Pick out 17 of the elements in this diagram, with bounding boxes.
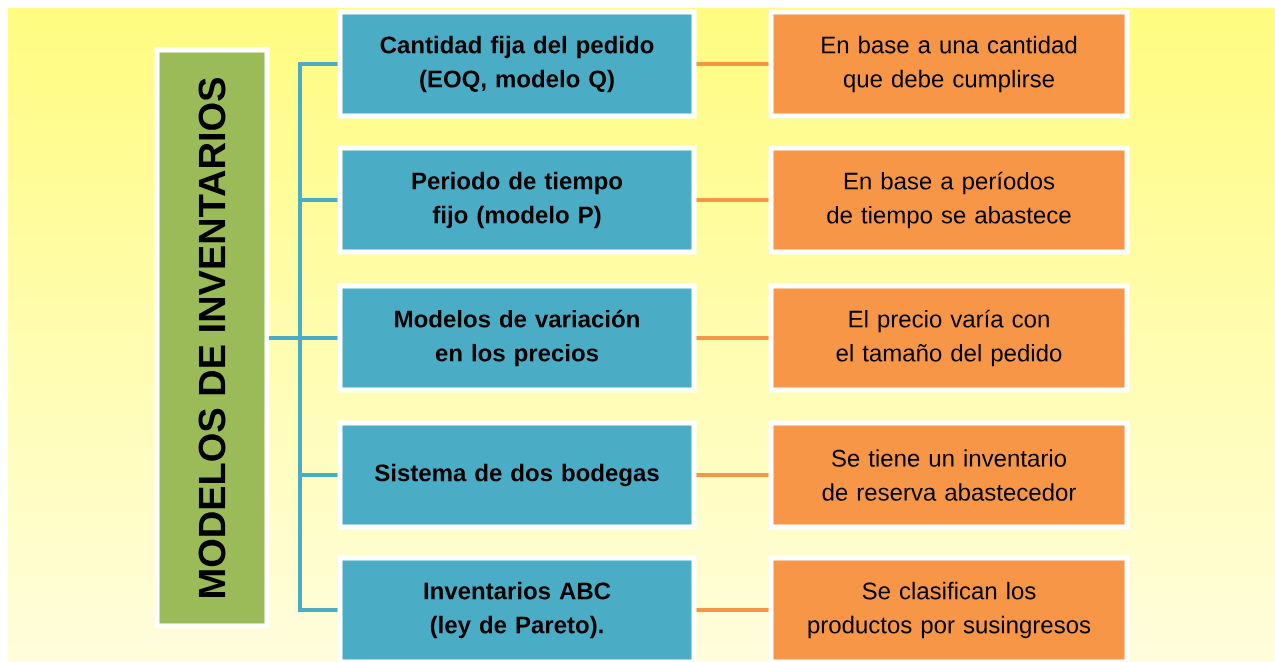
category-box: Inventarios ABC (ley de Pareto). bbox=[337, 555, 697, 662]
connector-line bbox=[269, 336, 338, 612]
connector-line bbox=[696, 473, 769, 477]
connector-line bbox=[696, 198, 769, 202]
description-box: Se tiene un inventario de reserva abastecedor bbox=[768, 420, 1130, 530]
title-box: MODELOS DE INVENTARIOS bbox=[154, 47, 270, 629]
description-box: En base a una cantidad que debe cumplirse bbox=[768, 9, 1130, 119]
description-box: En base a períodos de tiempo se abastece bbox=[768, 145, 1130, 255]
category-box: Periodo de tiempo fijo (modelo P) bbox=[337, 145, 697, 255]
category-box: Modelos de variación en los precios bbox=[337, 283, 697, 393]
connector-line bbox=[696, 608, 769, 612]
category-box: Sistema de dos bodegas bbox=[337, 420, 697, 530]
description-box: El precio varía con el tamaño del pedido bbox=[768, 283, 1130, 393]
connector-line bbox=[696, 336, 769, 340]
description-box: Se clasifican los productos por susingresos bbox=[768, 555, 1130, 662]
connector-line bbox=[696, 62, 769, 66]
category-box: Cantidad fija del pedido (EOQ, modelo Q) bbox=[337, 9, 697, 119]
